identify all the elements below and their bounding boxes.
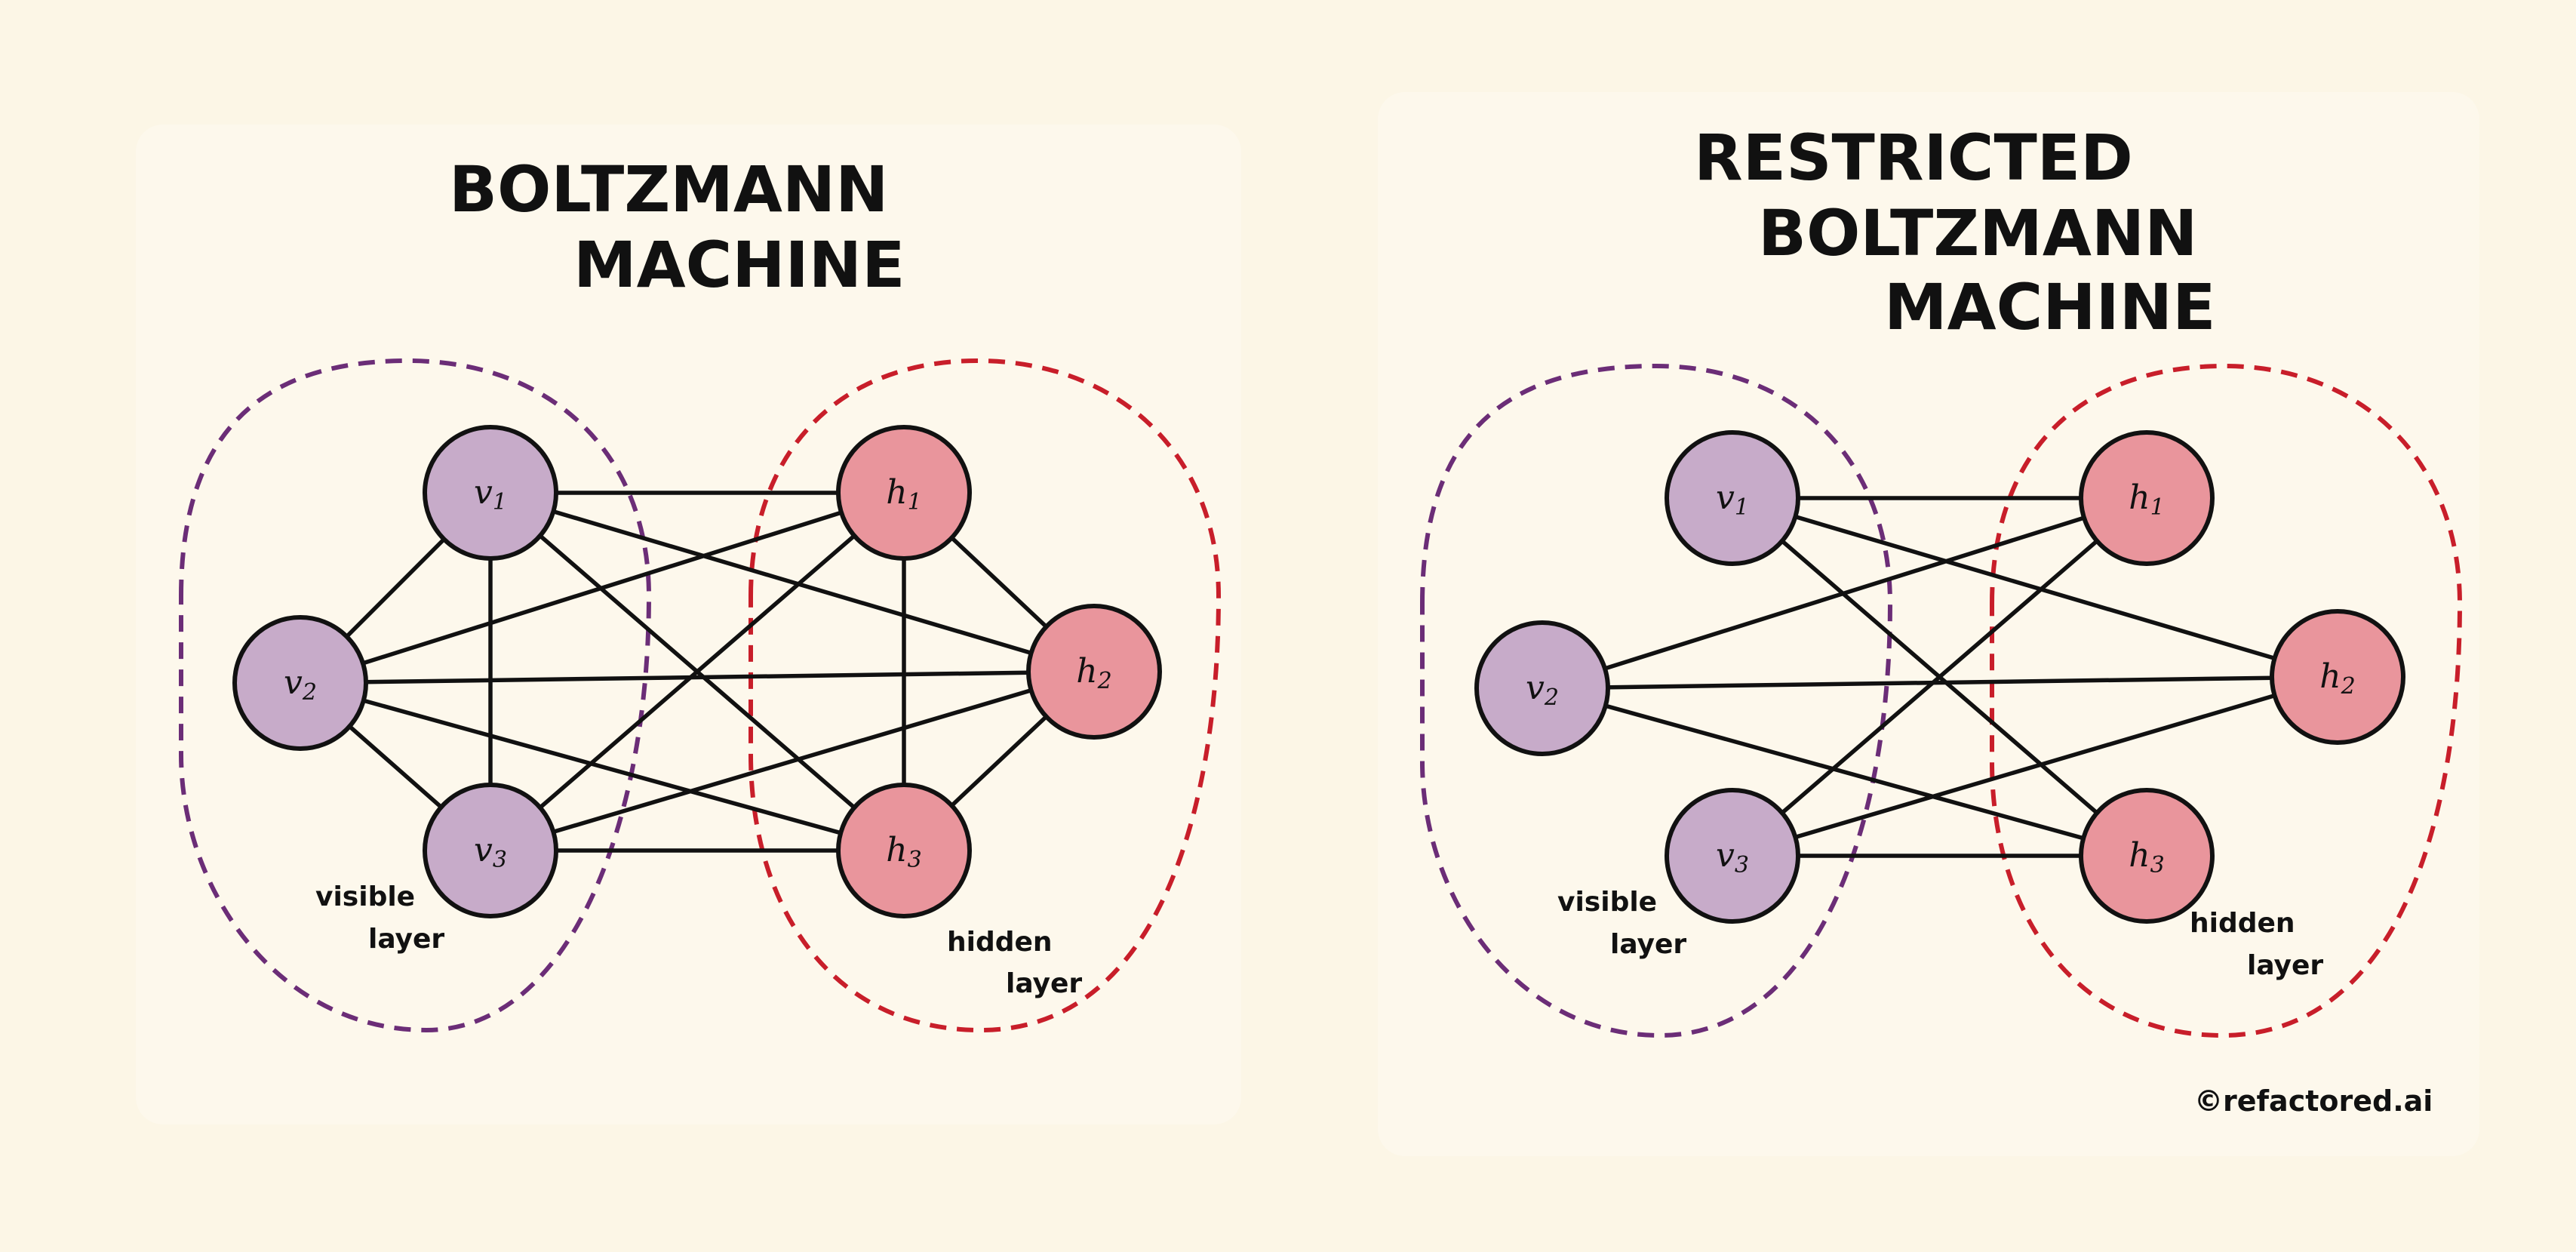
edge-v1-h2 [1732, 496, 2338, 679]
edge-v3-h2 [490, 669, 1095, 853]
visible-layer-boundary [179, 358, 652, 1033]
svg-text:h2: h2 [1076, 652, 1111, 694]
visible-layer-boundary [1420, 363, 1893, 1038]
edge-v2-h2 [1542, 675, 2338, 691]
title-line-1: RESTRICTED [1694, 121, 2133, 195]
edge-v2-h3 [300, 681, 905, 853]
visible-node-v2: v2 [232, 615, 368, 751]
visible-layer-label-line-2: layer [368, 924, 444, 955]
visible-node-v3: v3 [1665, 788, 1800, 924]
svg-text:h1: h1 [886, 473, 921, 515]
svg-text:h1: h1 [2129, 478, 2164, 521]
visible-layer-label-line-1: visible [1557, 887, 1657, 918]
hidden-layer-boundary [749, 358, 1222, 1033]
title-line-3: MACHINE [1884, 270, 2215, 344]
restricted-boltzmann-machine-panel: RESTRICTED BOLTZMANN MACHINE v1 v2 [1378, 92, 2479, 1156]
edge-v2-h1 [300, 491, 905, 685]
edge-v3-h1 [1731, 496, 2148, 858]
svg-text:h3: h3 [2129, 836, 2164, 878]
svg-text:h3: h3 [886, 831, 921, 873]
svg-text:h2: h2 [2319, 657, 2355, 700]
visible-node-v2: v2 [1474, 620, 1610, 756]
title-line-2: MACHINE [573, 228, 905, 302]
svg-text:v2: v2 [1526, 669, 1559, 711]
visible-node-v1: v1 [1665, 430, 1800, 566]
edge-v3-h1 [489, 491, 905, 853]
hidden-layer-label-line-1: hidden [947, 927, 1053, 958]
hidden-node-h1: h1 [2079, 430, 2215, 566]
hidden-layer-label-line-2: layer [2247, 950, 2323, 981]
visible-node-v3: v3 [423, 783, 558, 918]
hidden-node-h1: h1 [836, 425, 972, 561]
title-line-2: BOLTZMANN [1758, 196, 2197, 270]
hidden-node-h3: h3 [836, 783, 972, 918]
svg-text:v1: v1 [1716, 478, 1749, 521]
credit-text: ©refactored.ai [2194, 1084, 2433, 1118]
edge-v3-h2 [1732, 675, 2338, 858]
hidden-node-h2: h2 [2270, 609, 2405, 745]
svg-text:v1: v1 [474, 473, 507, 515]
edge-v2-h2 [300, 669, 1095, 685]
hidden-layer-label-line-1: hidden [2190, 908, 2295, 939]
visible-node-v1: v1 [423, 425, 558, 561]
edges [1542, 496, 2338, 858]
edge-v1-h2 [490, 491, 1095, 674]
svg-text:v3: v3 [1716, 836, 1749, 878]
hidden-node-h3: h3 [2079, 788, 2215, 924]
boltzmann-machine-panel: BOLTZMANN MACHINE v1 [136, 125, 1241, 1124]
edge-v2-h3 [1542, 686, 2147, 858]
title-line-1: BOLTZMANN [449, 152, 888, 226]
edges [299, 491, 1096, 853]
edge-v2-h1 [1542, 496, 2147, 691]
visible-layer-label-line-2: layer [1610, 929, 1686, 960]
svg-text:v3: v3 [474, 831, 507, 873]
svg-text:v2: v2 [284, 663, 317, 706]
visible-layer-label-line-1: visible [315, 881, 415, 912]
hidden-layer-label-line-2: layer [1006, 968, 1082, 999]
hidden-node-h2: h2 [1026, 604, 1162, 740]
